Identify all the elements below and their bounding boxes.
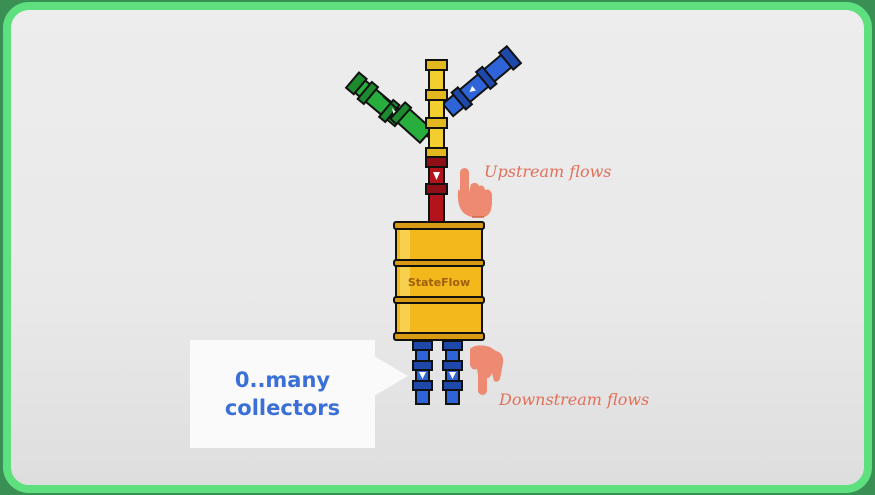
upstream-flows-label: Upstream flows [484,162,612,181]
pointing-hand-down-icon [457,168,492,218]
arrow-down-icon [433,172,440,180]
callout-line-1: 0..many [234,368,331,392]
pointing-hand-down-icon [470,345,504,395]
arrow-down-icon [419,372,426,379]
callout-line-2: collectors [224,396,341,420]
downstream-pipe-right [442,340,463,405]
arrow-down-icon [449,372,456,379]
downstream-pipe-left [412,340,433,405]
yellow-upstream-pipe [425,59,448,161]
collectors-callout-text: 0..many collectors [190,366,375,422]
stateflow-barrel: StateFlow [393,221,485,341]
barrel-label: StateFlow [408,276,470,289]
downstream-flows-label: Downstream flows [499,390,650,409]
green-upstream-pipe [344,71,434,145]
callout-pointer [374,356,408,396]
blue-upstream-pipe [441,44,523,118]
collectors-callout [190,340,375,448]
red-merged-pipe [425,156,448,223]
